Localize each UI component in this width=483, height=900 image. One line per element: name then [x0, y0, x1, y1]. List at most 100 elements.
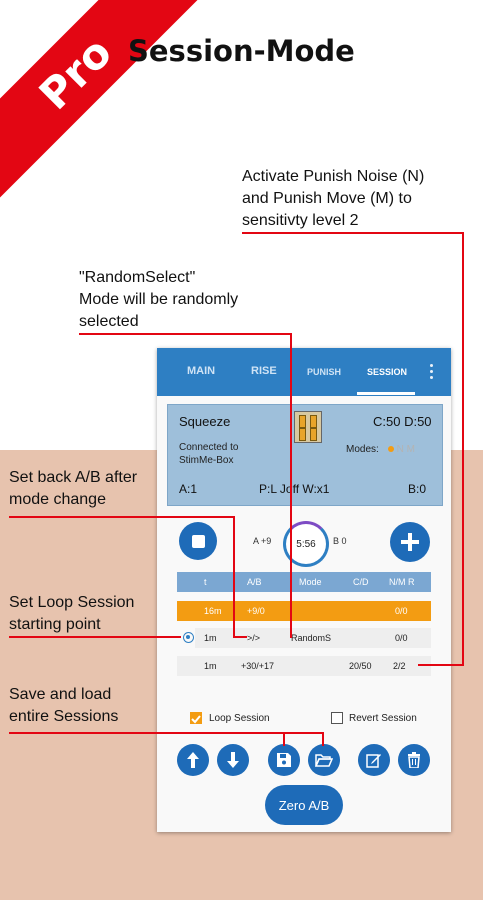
annotation-set-back: Set back A/B after mode change — [9, 467, 137, 511]
header-ab: A/B — [247, 577, 262, 587]
annotation-connector — [233, 516, 235, 638]
header-t: t — [204, 577, 207, 587]
annotation-line: mode change — [9, 491, 106, 508]
pro-label: Pro — [29, 27, 121, 119]
annotation-line: and Punish Move (M) to — [242, 190, 412, 207]
annotation-connector — [283, 732, 285, 746]
modes-row: Modes: N M — [346, 443, 415, 456]
loop-session-label: Loop Session — [209, 713, 270, 724]
annotation-line: Activate Punish Noise (N) — [242, 168, 425, 185]
timer-value: 5:56 — [296, 538, 316, 550]
plus-icon — [401, 533, 419, 551]
tab-main[interactable]: MAIN — [187, 365, 216, 377]
loop-session-checkbox[interactable] — [190, 712, 202, 724]
cell-ab: +30/+17 — [241, 661, 275, 671]
table-header: t A/B Mode C/D N/M R — [177, 572, 431, 592]
cell-nm: 2/2 — [393, 661, 406, 671]
cell-ab: >/> — [247, 633, 261, 643]
table-row[interactable]: 1m +30/+17 20/50 2/2 — [177, 656, 431, 676]
a-value: A:1 — [179, 482, 198, 496]
table-row[interactable]: 16m +9/0 0/0 — [177, 601, 431, 621]
device-card: Squeeze C:50 D:50 Connected to StimMe-Bo… — [167, 404, 443, 506]
device-icon — [294, 411, 322, 443]
revert-session-checkbox[interactable] — [331, 712, 343, 724]
header-cd: C/D — [353, 577, 369, 587]
annotation-line: starting point — [9, 616, 101, 633]
connection-line: Connected to — [179, 442, 239, 453]
arrow-up-icon — [187, 752, 199, 768]
move-down-button[interactable] — [217, 744, 249, 776]
annotation-line: Set back A/B after — [9, 469, 138, 486]
add-step-button[interactable] — [390, 522, 430, 562]
save-icon — [277, 753, 291, 767]
cell-nm: 0/0 — [395, 633, 408, 643]
annotation-punish: Activate Punish Noise (N) and Punish Mov… — [242, 166, 424, 232]
loop-start-radio[interactable] — [183, 632, 194, 643]
cell-ab: +9/0 — [247, 606, 265, 616]
cell-nm: 0/0 — [395, 606, 408, 616]
annotation-line: Mode will be randomly — [79, 291, 239, 308]
pl-value: P:L Joff W:x1 — [259, 482, 330, 496]
revert-session-label: Revert Session — [349, 713, 417, 724]
save-session-button[interactable] — [268, 744, 300, 776]
folder-open-icon — [315, 754, 333, 767]
page-title: Session-Mode — [128, 34, 355, 68]
cell-t: 16m — [204, 606, 222, 616]
header-mode: Mode — [299, 577, 322, 587]
mode-indicator-icon — [387, 446, 394, 453]
annotation-connector — [9, 636, 181, 638]
a-change: A +9 — [253, 536, 272, 546]
load-session-button[interactable] — [308, 744, 340, 776]
annotation-connector — [290, 333, 292, 638]
move-up-button[interactable] — [177, 744, 209, 776]
annotation-connector — [79, 333, 292, 335]
tab-bar: MAIN RISE PUNISH SESSION — [157, 348, 451, 396]
annotation-save-load: Save and load entire Sessions — [9, 684, 118, 728]
connection-line: StimMe-Box — [179, 455, 234, 466]
table-row[interactable]: 1m >/> RandomS 0/0 — [195, 628, 431, 648]
annotation-loop-start: Set Loop Session starting point — [9, 592, 134, 636]
arrow-down-icon — [227, 752, 239, 768]
annotation-connector — [322, 732, 324, 746]
tab-session[interactable]: SESSION — [367, 367, 408, 377]
annotation-connector — [9, 732, 324, 734]
active-tab-indicator — [357, 392, 415, 395]
connection-status: Connected to StimMe-Box — [179, 441, 239, 467]
annotation-connector — [233, 636, 247, 638]
modes-label: Modes: — [346, 444, 379, 455]
modes-value: N M — [396, 444, 415, 455]
cell-cd: 20/50 — [349, 661, 372, 671]
edit-step-button[interactable] — [358, 744, 390, 776]
check-icon — [191, 715, 201, 724]
edit-icon — [366, 754, 381, 768]
device-name: Squeeze — [179, 414, 231, 429]
annotation-line: selected — [79, 313, 139, 330]
pro-banner: Pro — [0, 0, 203, 201]
cd-value: C:50 D:50 — [373, 414, 432, 429]
cell-t: 1m — [204, 661, 217, 671]
stop-icon — [191, 534, 205, 548]
b-change: B 0 — [333, 536, 347, 546]
header-nm: N/M R — [389, 577, 415, 587]
annotation-connector — [242, 232, 464, 234]
trash-icon — [408, 752, 420, 768]
annotation-connector — [9, 516, 235, 518]
tab-punish[interactable]: PUNISH — [307, 367, 342, 377]
annotation-line: sensitivty level 2 — [242, 212, 359, 229]
annotation-line: entire Sessions — [9, 708, 119, 725]
delete-step-button[interactable] — [398, 744, 430, 776]
annotation-connector — [418, 664, 464, 666]
annotation-line: "RandomSelect" — [79, 269, 196, 286]
annotation-line: Set Loop Session — [9, 594, 135, 611]
cell-t: 1m — [204, 633, 217, 643]
more-menu-icon[interactable] — [430, 364, 434, 380]
annotation-connector — [462, 232, 464, 666]
stop-button[interactable] — [179, 522, 217, 560]
annotation-line: Save and load — [9, 686, 112, 703]
app-screen: MAIN RISE PUNISH SESSION Squeeze C:50 D:… — [157, 348, 451, 832]
b-value: B:0 — [408, 482, 427, 496]
annotation-random-select: "RandomSelect" Mode will be randomly sel… — [79, 267, 238, 333]
zero-ab-button[interactable]: Zero A/B — [265, 785, 343, 825]
tab-rise[interactable]: RISE — [251, 365, 277, 377]
cell-mode: RandomS — [291, 633, 332, 643]
